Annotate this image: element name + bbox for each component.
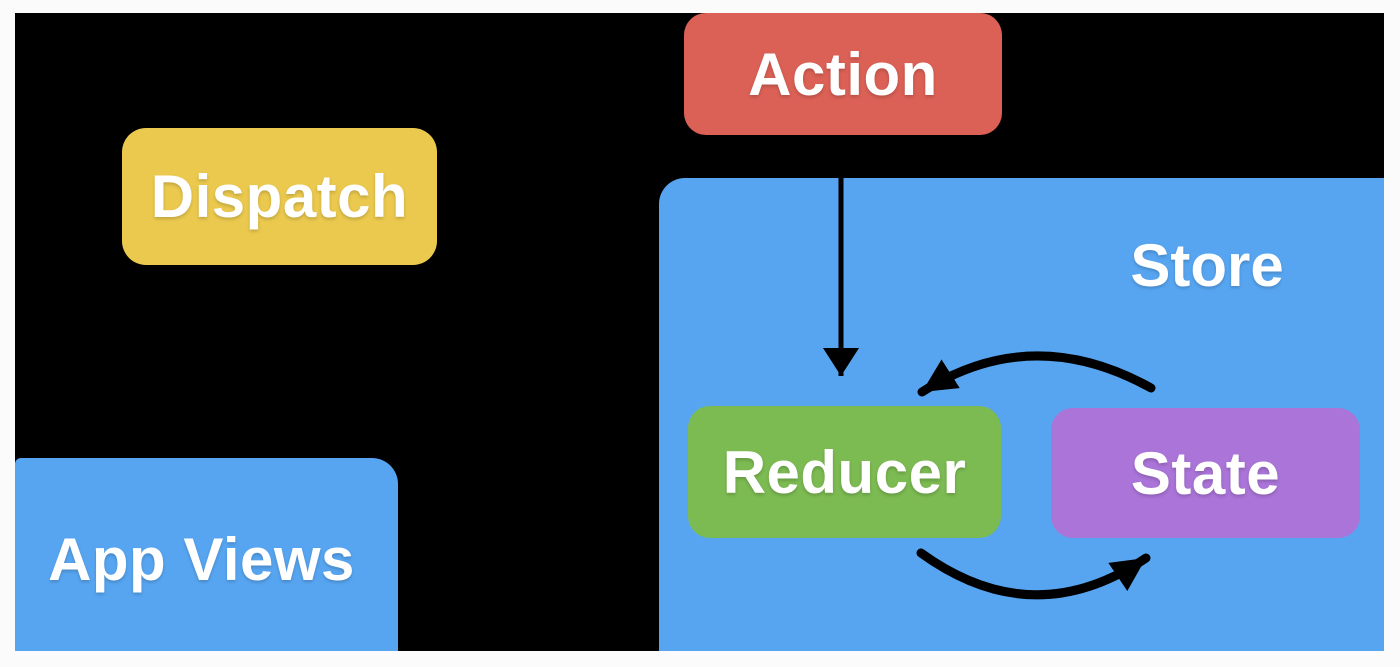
node-state-label: State <box>1130 439 1281 507</box>
node-app-views-label: App Views <box>48 526 355 593</box>
node-state: State <box>1051 408 1360 538</box>
node-app-views: App Views <box>15 458 398 651</box>
node-dispatch: Dispatch <box>122 128 437 265</box>
node-reducer: Reducer <box>688 406 1001 538</box>
node-dispatch-label: Dispatch <box>150 163 409 230</box>
node-reducer-label: Reducer <box>722 438 967 506</box>
node-action-label: Action <box>748 40 938 108</box>
node-store-label: Store <box>1130 231 1284 299</box>
node-action: Action <box>684 13 1002 135</box>
